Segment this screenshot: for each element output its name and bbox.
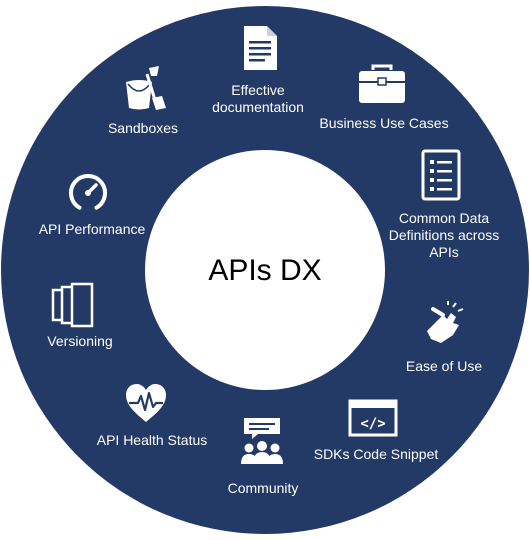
label-api-health-status: API Health Status — [96, 432, 208, 448]
svg-text:</>: </> — [360, 416, 385, 432]
label-community: Community — [227, 480, 299, 496]
label-ease-of-use: Ease of Use — [405, 358, 483, 374]
label-sdks-code-snippet: SDKs Code Snippet — [313, 446, 439, 462]
speedometer-icon — [69, 173, 107, 210]
label-versioning: Versioning — [47, 333, 113, 349]
label-business-use-cases: Business Use Cases — [319, 115, 449, 131]
heart-pulse-icon — [126, 384, 166, 422]
label-sandboxes: Sandboxes — [107, 120, 179, 136]
document-icon — [244, 26, 277, 70]
briefcase-icon — [359, 64, 405, 103]
snapping-fingers-icon — [427, 301, 464, 343]
sandbox-bucket-icon — [126, 66, 166, 110]
versions-icon — [51, 282, 94, 328]
code-window-icon: </> — [348, 399, 398, 437]
center-title: APIs DX — [208, 254, 322, 287]
community-icon — [241, 418, 283, 464]
label-api-performance: API Performance — [38, 221, 146, 237]
inner-circle — [145, 150, 385, 390]
checklist-icon — [421, 149, 461, 201]
